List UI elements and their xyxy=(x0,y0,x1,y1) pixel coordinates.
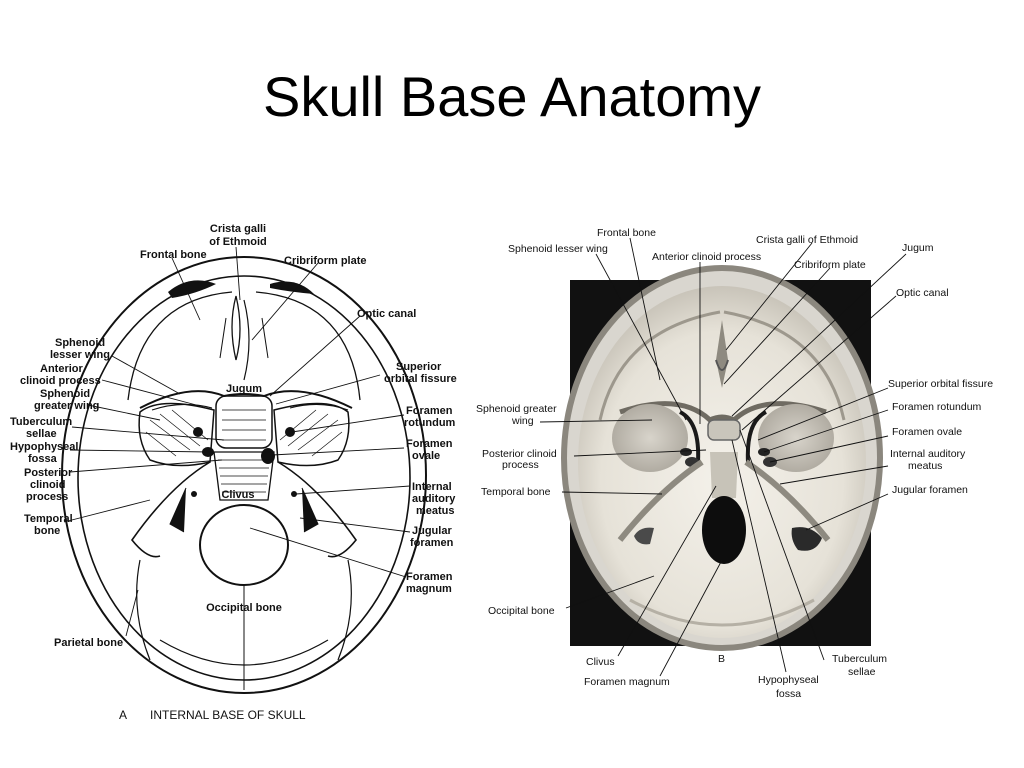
label-a-superior-orbital: Superior xyxy=(396,361,442,373)
label-b-tuberculum: Tuberculum xyxy=(832,653,887,665)
label-b-hypophyseal-2: fossa xyxy=(776,688,801,700)
figure-a-leaders xyxy=(63,246,411,637)
label-a-foramen-ovale: Foramen xyxy=(406,438,453,450)
label-a-internal-auditory-2: auditory xyxy=(412,493,456,505)
label-a-internal-auditory: Internal xyxy=(412,481,452,493)
label-a-posterior-clinoid: Posterior xyxy=(24,467,73,479)
label-a-hypophyseal: Hypophyseal xyxy=(10,441,78,453)
label-b-occipital-bone: Occipital bone xyxy=(488,605,555,617)
label-a-hypophyseal-2: fossa xyxy=(28,453,58,465)
slide-title: Skull Base Anatomy xyxy=(262,65,762,128)
label-a-jugular-foramen: Jugular xyxy=(412,525,452,537)
label-b-anterior-clinoid: Anterior clinoid process xyxy=(652,251,761,263)
label-a-sphenoid-greater-wing: Sphenoid xyxy=(40,388,90,400)
label-a-clivus: Clivus xyxy=(221,489,254,501)
label-b-hypophyseal: Hypophyseal xyxy=(758,674,819,686)
figure-a-labels: Crista galli of Ethmoid Frontal bone Cri… xyxy=(10,223,457,722)
label-a-posterior-clinoid-2: clinoid xyxy=(30,479,65,491)
figure-b-panel-letter: B xyxy=(718,653,725,665)
label-a-optic-canal: Optic canal xyxy=(357,308,416,320)
label-a-sphenoid-greater-wing-2: greater wing xyxy=(34,400,99,412)
label-b-posterior-clinoid: Posterior clinoid xyxy=(482,448,557,460)
label-a-temporal-bone: Temporal xyxy=(24,513,73,525)
figure-b-leaders xyxy=(539,237,907,677)
figure-a-panel-letter: A xyxy=(119,708,127,722)
label-b-foramen-magnum: Foramen magnum xyxy=(584,676,670,688)
label-a-frontal-bone: Frontal bone xyxy=(140,249,207,261)
label-a-jugum: Jugum xyxy=(226,383,262,395)
label-b-sphenoid-greater-wing-2: wing xyxy=(511,415,534,427)
label-b-temporal-bone: Temporal bone xyxy=(481,486,551,498)
label-b-internal-auditory-2: meatus xyxy=(908,460,942,472)
label-a-superior-orbital-2: orbital fissure xyxy=(384,373,457,385)
label-b-posterior-clinoid-2: process xyxy=(502,459,539,471)
label-a-anterior-clinoid: Anterior xyxy=(40,363,84,375)
label-a-parietal-bone: Parietal bone xyxy=(54,637,123,649)
label-a-foramen-magnum: Foramen xyxy=(406,571,453,583)
label-b-sphenoid-lesser-wing: Sphenoid lesser wing xyxy=(508,243,608,255)
label-b-clivus: Clivus xyxy=(586,656,615,668)
label-a-anterior-clinoid-2: clinoid process xyxy=(20,375,101,387)
label-b-internal-auditory: Internal auditory xyxy=(890,448,966,460)
label-a-foramen-magnum-2: magnum xyxy=(406,583,452,595)
label-a-crista-galli-2: of Ethmoid xyxy=(209,236,266,248)
label-b-sphenoid-greater-wing: Sphenoid greater xyxy=(476,403,557,415)
figure-b-photo xyxy=(561,265,883,651)
label-b-foramen-ovale: Foramen ovale xyxy=(892,426,962,438)
label-a-foramen-rotundum-2: rotundum xyxy=(404,417,456,429)
label-b-tuberculum-2: sellae xyxy=(848,666,876,678)
label-a-crista-galli: Crista galli xyxy=(210,223,266,235)
label-b-jugular-foramen: Jugular foramen xyxy=(892,484,968,496)
label-a-tuberculum-2: sellae xyxy=(26,428,57,440)
label-a-foramen-ovale-2: ovale xyxy=(412,450,440,462)
label-b-crista-galli: Crista galli of Ethmoid xyxy=(756,234,858,246)
label-a-tuberculum: Tuberculum xyxy=(10,416,72,428)
label-a-foramen-rotundum: Foramen xyxy=(406,405,453,417)
figure-a-drawing xyxy=(61,256,427,694)
figure-b-labels: Frontal bone Sphenoid lesser wing Anteri… xyxy=(476,227,993,700)
label-b-cribriform-plate: Cribriform plate xyxy=(794,259,866,271)
label-b-jugum: Jugum xyxy=(902,242,934,254)
label-a-occipital-bone: Occipital bone xyxy=(206,602,282,614)
label-b-superior-orbital: Superior orbital fissure xyxy=(888,378,993,390)
label-a-internal-auditory-3: meatus xyxy=(416,505,455,517)
label-a-cribriform-plate: Cribriform plate xyxy=(284,255,367,267)
label-a-jugular-foramen-2: foramen xyxy=(410,537,454,549)
label-b-foramen-rotundum: Foramen rotundum xyxy=(892,401,982,413)
label-b-frontal-bone: Frontal bone xyxy=(597,227,656,239)
label-a-temporal-bone-2: bone xyxy=(34,525,60,537)
label-a-sphenoid-lesser-wing: Sphenoid xyxy=(55,337,105,349)
label-a-sphenoid-lesser-wing-2: lesser wing xyxy=(50,349,110,361)
label-b-optic-canal: Optic canal xyxy=(896,287,949,299)
label-a-posterior-clinoid-3: process xyxy=(26,491,68,503)
figure-a-caption: INTERNAL BASE OF SKULL xyxy=(150,708,306,722)
